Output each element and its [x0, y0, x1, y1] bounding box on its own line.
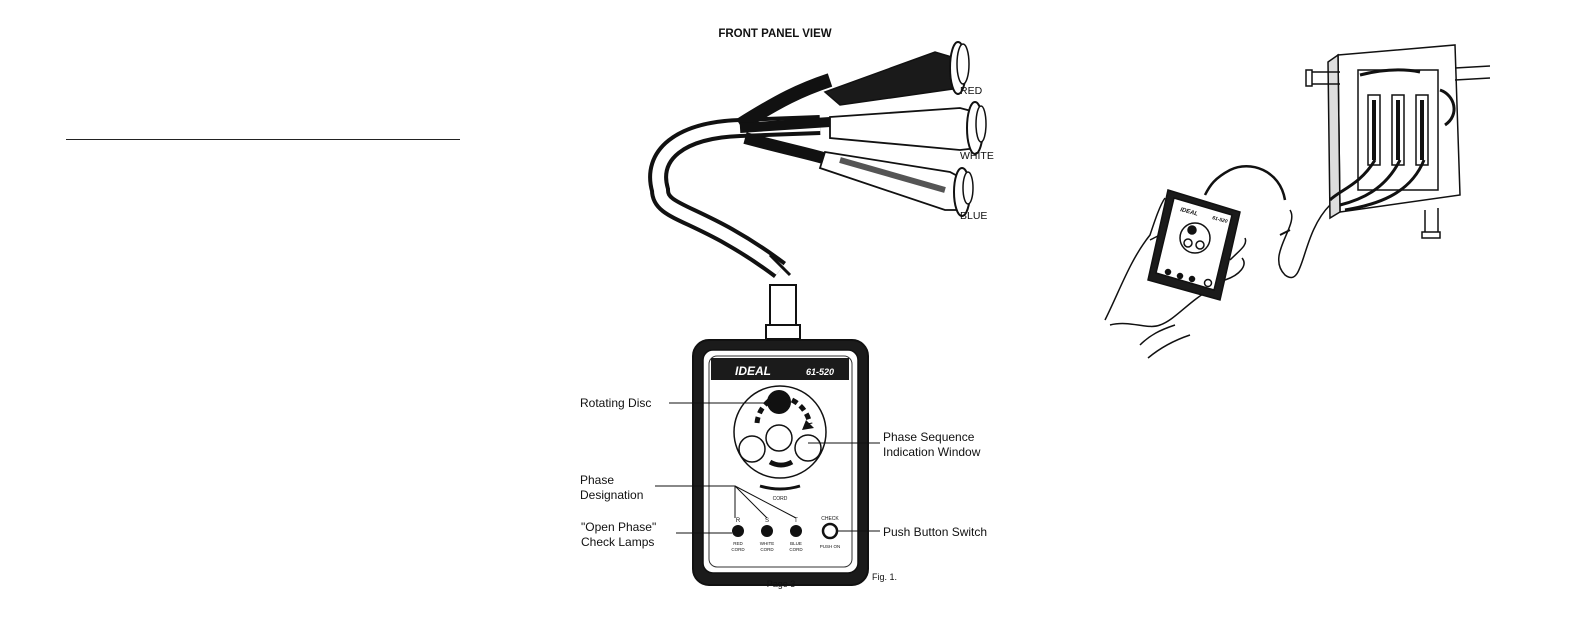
- phase-letter-t: T: [794, 518, 798, 524]
- callout-open-phase-1: "Open Phase": [581, 520, 656, 534]
- push-on-label: PUSH ON: [820, 544, 841, 549]
- callout-push-button: Push Button Switch: [883, 525, 987, 539]
- callout-phase-1: Phase: [580, 473, 614, 487]
- cord-stub: [766, 285, 800, 339]
- callout-phase-2: Designation: [580, 488, 643, 502]
- callout-open-phase-2: Check Lamps: [581, 535, 654, 549]
- check-label: CHECK: [821, 516, 839, 522]
- cord-label-blue: BLUE: [960, 210, 987, 222]
- callout-phase-sequence-2: Indication Window: [883, 445, 981, 459]
- phase-letter-r: R: [736, 518, 741, 524]
- lamp-white-label-1: WHITE: [760, 541, 775, 546]
- test-cords: [658, 42, 986, 275]
- model-number: 61-520: [806, 367, 834, 377]
- callout-rotating-disc: Rotating Disc: [580, 396, 651, 410]
- cord-label-red: RED: [960, 85, 983, 97]
- phase-letter-s: S: [765, 518, 769, 524]
- fig-label: Fig. 1.: [872, 572, 897, 582]
- cord-label-white: WHITE: [960, 150, 994, 162]
- cord-mark: CORD: [773, 496, 788, 502]
- lamp-red-label-2: CORD: [731, 547, 745, 552]
- lamp-blue-label-1: BLUE: [790, 541, 802, 546]
- page-label: Page 3: [767, 579, 796, 589]
- push-button: [823, 524, 837, 538]
- brand-logo: IDEAL: [735, 364, 771, 378]
- lamp-red-label-1: RED: [733, 541, 743, 546]
- lamp-white-label-2: CORD: [760, 547, 774, 552]
- lamp-blue-label-2: CORD: [789, 547, 803, 552]
- usage-illustration: [1105, 45, 1490, 358]
- figure-title: FRONT PANEL VIEW: [718, 28, 831, 40]
- callout-phase-sequence-1: Phase Sequence: [883, 430, 975, 444]
- rotating-disc: [734, 386, 826, 478]
